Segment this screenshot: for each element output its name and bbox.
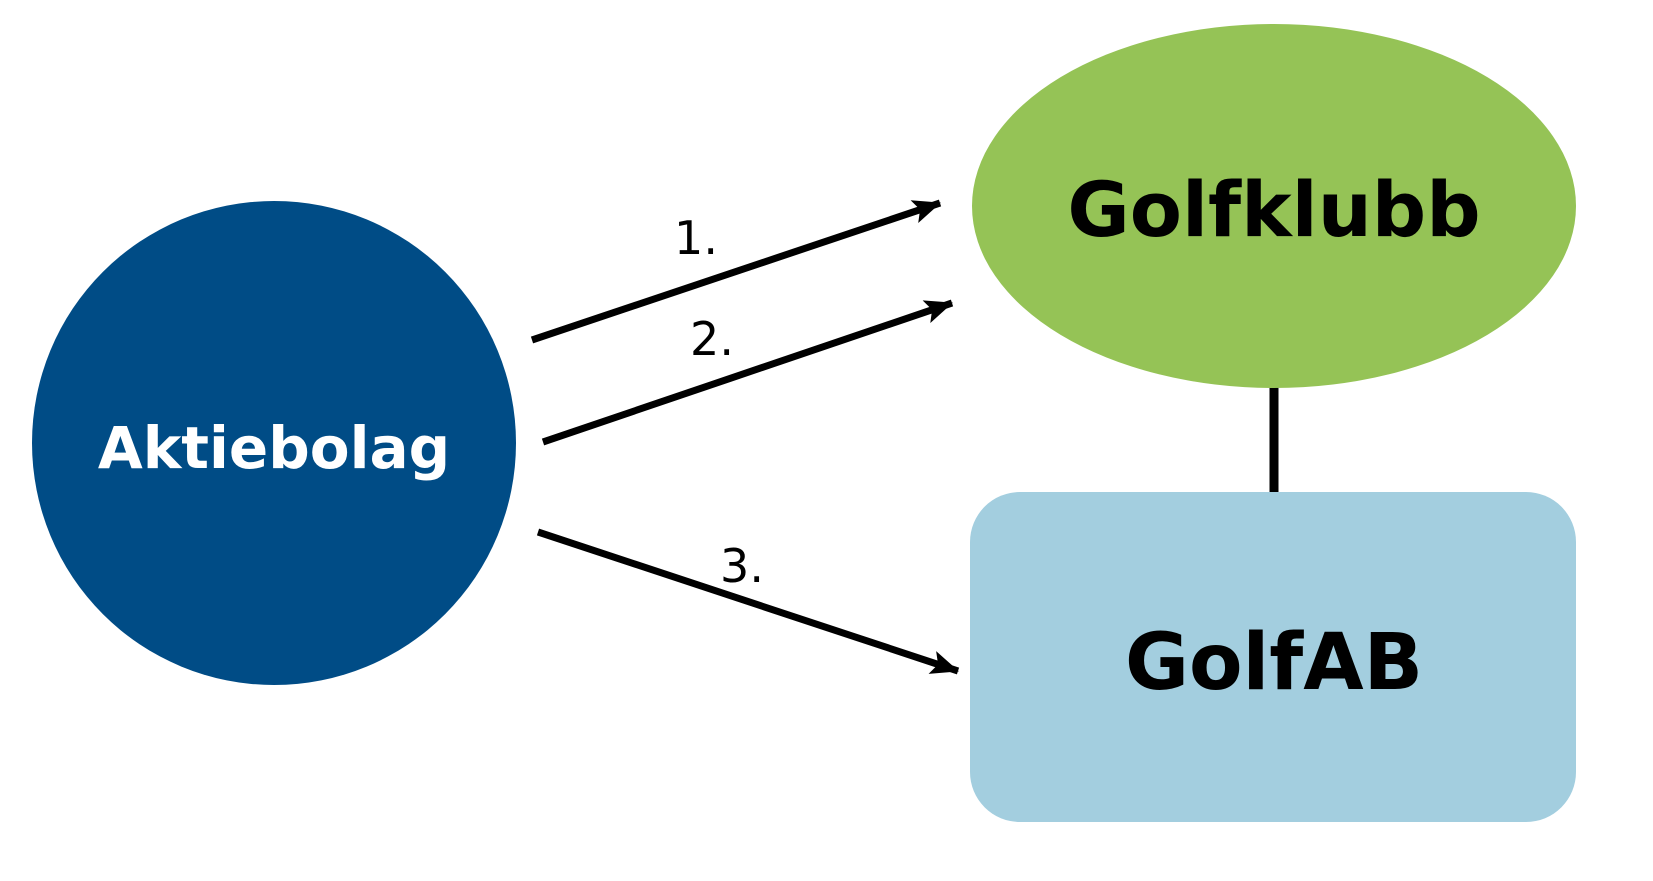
arrow-1-label: 1. <box>674 211 718 265</box>
golfab-label: GolfAB <box>1125 618 1423 708</box>
aktiebolag-circle <box>32 201 516 685</box>
arrow-2-label: 2. <box>690 312 734 366</box>
arrow-1 <box>530 199 942 344</box>
aktiebolag-node: Aktiebolag <box>32 201 516 685</box>
golfklubb-label: Golfklubb <box>1067 165 1480 254</box>
arrow-3 <box>536 528 960 675</box>
golfklubb-node: Golfklubb <box>972 24 1576 388</box>
golfab-node: GolfAB <box>970 492 1576 822</box>
arrow-3-label: 3. <box>720 539 764 593</box>
aktiebolag-label: Aktiebolag <box>98 414 450 482</box>
golfklubb-ellipse <box>972 24 1576 388</box>
golfab-box <box>970 492 1576 822</box>
arrow-2 <box>541 299 954 446</box>
